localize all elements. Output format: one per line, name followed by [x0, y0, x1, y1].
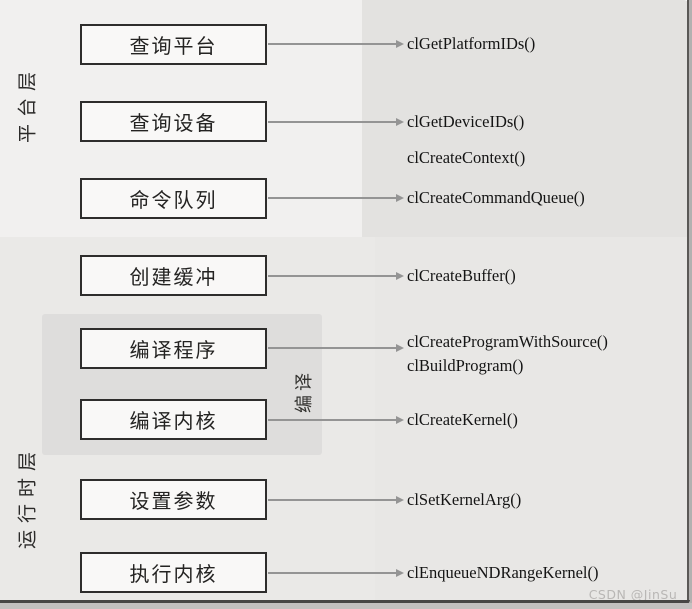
api-label-clcreatekernel: clCreateKernel() — [407, 410, 518, 429]
flow-box-command-queue: 命令队列 — [80, 178, 267, 219]
flow-box-set-args: 设置参数 — [80, 479, 267, 520]
flow-box-label: 执行内核 — [129, 562, 218, 586]
arrow-compile-program — [268, 344, 404, 352]
flow-box-label: 命令队列 — [129, 188, 218, 212]
flow-box-label: 创建缓冲 — [129, 265, 218, 289]
runtime-layer-label: 运行时层 — [16, 444, 39, 550]
arrow-query-device — [268, 118, 404, 126]
api-label-clgetdeviceids: clGetDeviceIDs() — [407, 112, 525, 131]
api-label-clgetplatformids: clGetPlatformIDs() — [407, 34, 536, 53]
bottom-edge-border — [0, 600, 690, 603]
arrowhead-icon — [396, 496, 404, 504]
arrowhead-icon — [396, 194, 404, 202]
arrowhead-icon — [396, 40, 404, 48]
csdn-watermark: CSDN @JinSu_ — [588, 587, 684, 602]
flow-box-label: 查询设备 — [129, 111, 218, 135]
arrowhead-icon — [396, 416, 404, 424]
api-label-clcreatecontext: clCreateContext() — [407, 148, 526, 167]
flow-box-query-platform: 查询平台 — [80, 24, 267, 65]
arrow-create-buffer — [268, 272, 404, 280]
flow-box-compile-program: 编译程序 — [80, 328, 267, 369]
flow-box-label: 编译程序 — [129, 338, 218, 362]
api-label-clbuildprogram: clBuildProgram() — [407, 356, 524, 375]
flow-box-execute-kernel: 执行内核 — [80, 552, 267, 593]
api-label-clsetkernelarg: clSetKernelArg() — [407, 490, 522, 509]
arrowhead-icon — [396, 118, 404, 126]
arrow-set-args — [268, 496, 404, 504]
compile-group-label: 编译 — [294, 369, 315, 413]
right-edge-outer — [689, 0, 692, 603]
arrow-execute-kernel — [268, 569, 404, 577]
flow-box-label: 查询平台 — [129, 34, 218, 58]
arrowhead-icon — [396, 569, 404, 577]
flow-box-compile-kernel: 编译内核 — [80, 399, 267, 440]
api-label-clenqueuendrangekernel: clEnqueueNDRangeKernel() — [407, 563, 599, 582]
arrow-query-platform — [268, 40, 404, 48]
right-edge-border — [687, 0, 689, 603]
flow-box-label: 设置参数 — [129, 489, 218, 513]
api-label-clcreatecommandqueue: clCreateCommandQueue() — [407, 188, 585, 207]
arrowhead-icon — [396, 344, 404, 352]
arrow-command-queue — [268, 194, 404, 202]
flow-box-create-buffer: 创建缓冲 — [80, 255, 267, 296]
api-panel-bottom — [375, 237, 688, 601]
api-label-clcreateprogramwithsource: clCreateProgramWithSource() — [407, 332, 608, 351]
api-label-clcreatebuffer: clCreateBuffer() — [407, 266, 516, 285]
flow-box-query-device: 查询设备 — [80, 101, 267, 142]
flow-box-label: 编译内核 — [129, 409, 218, 433]
arrow-compile-kernel — [268, 416, 404, 424]
api-panel-top — [362, 0, 688, 237]
bottom-edge-outer — [0, 603, 692, 609]
platform-layer-label: 平台层 — [16, 64, 39, 144]
arrowhead-icon — [396, 272, 404, 280]
